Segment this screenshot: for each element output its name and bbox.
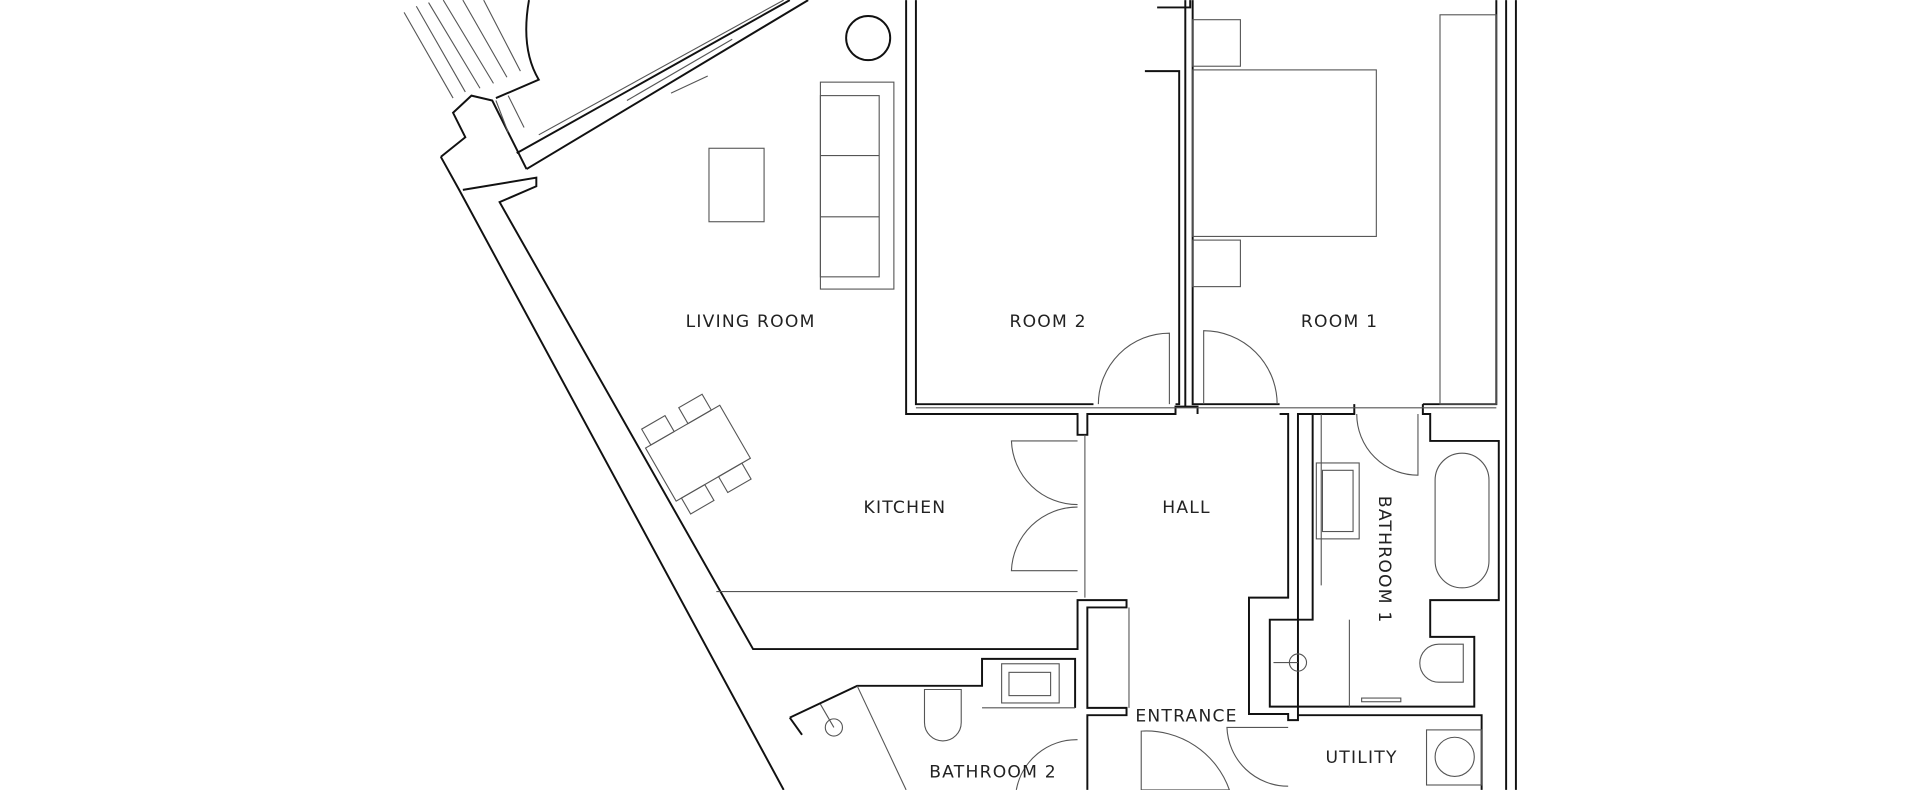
coffee-table bbox=[708, 147, 765, 223]
wardrobe bbox=[1439, 14, 1497, 405]
label-room2: ROOM 2 bbox=[1009, 312, 1086, 332]
balcony-stair bbox=[403, 0, 525, 133]
plant-icon bbox=[845, 15, 892, 62]
label-living-room: LIVING ROOM bbox=[686, 312, 816, 332]
label-entrance: ENTRANCE bbox=[1135, 706, 1237, 726]
label-hall: HALL bbox=[1162, 498, 1211, 518]
label-room1: ROOM 1 bbox=[1301, 312, 1378, 332]
label-bathroom2: BATHROOM 2 bbox=[929, 763, 1057, 783]
label-bathroom1: BATHROOM 1 bbox=[1374, 496, 1394, 624]
label-utility: UTILITY bbox=[1326, 748, 1398, 768]
walls bbox=[439, 0, 1517, 790]
furniture bbox=[403, 0, 1497, 790]
bathtub bbox=[1434, 452, 1490, 589]
bed bbox=[1192, 69, 1377, 237]
sofa bbox=[819, 81, 895, 290]
dining-table bbox=[640, 393, 752, 515]
label-kitchen: KITCHEN bbox=[864, 498, 947, 518]
